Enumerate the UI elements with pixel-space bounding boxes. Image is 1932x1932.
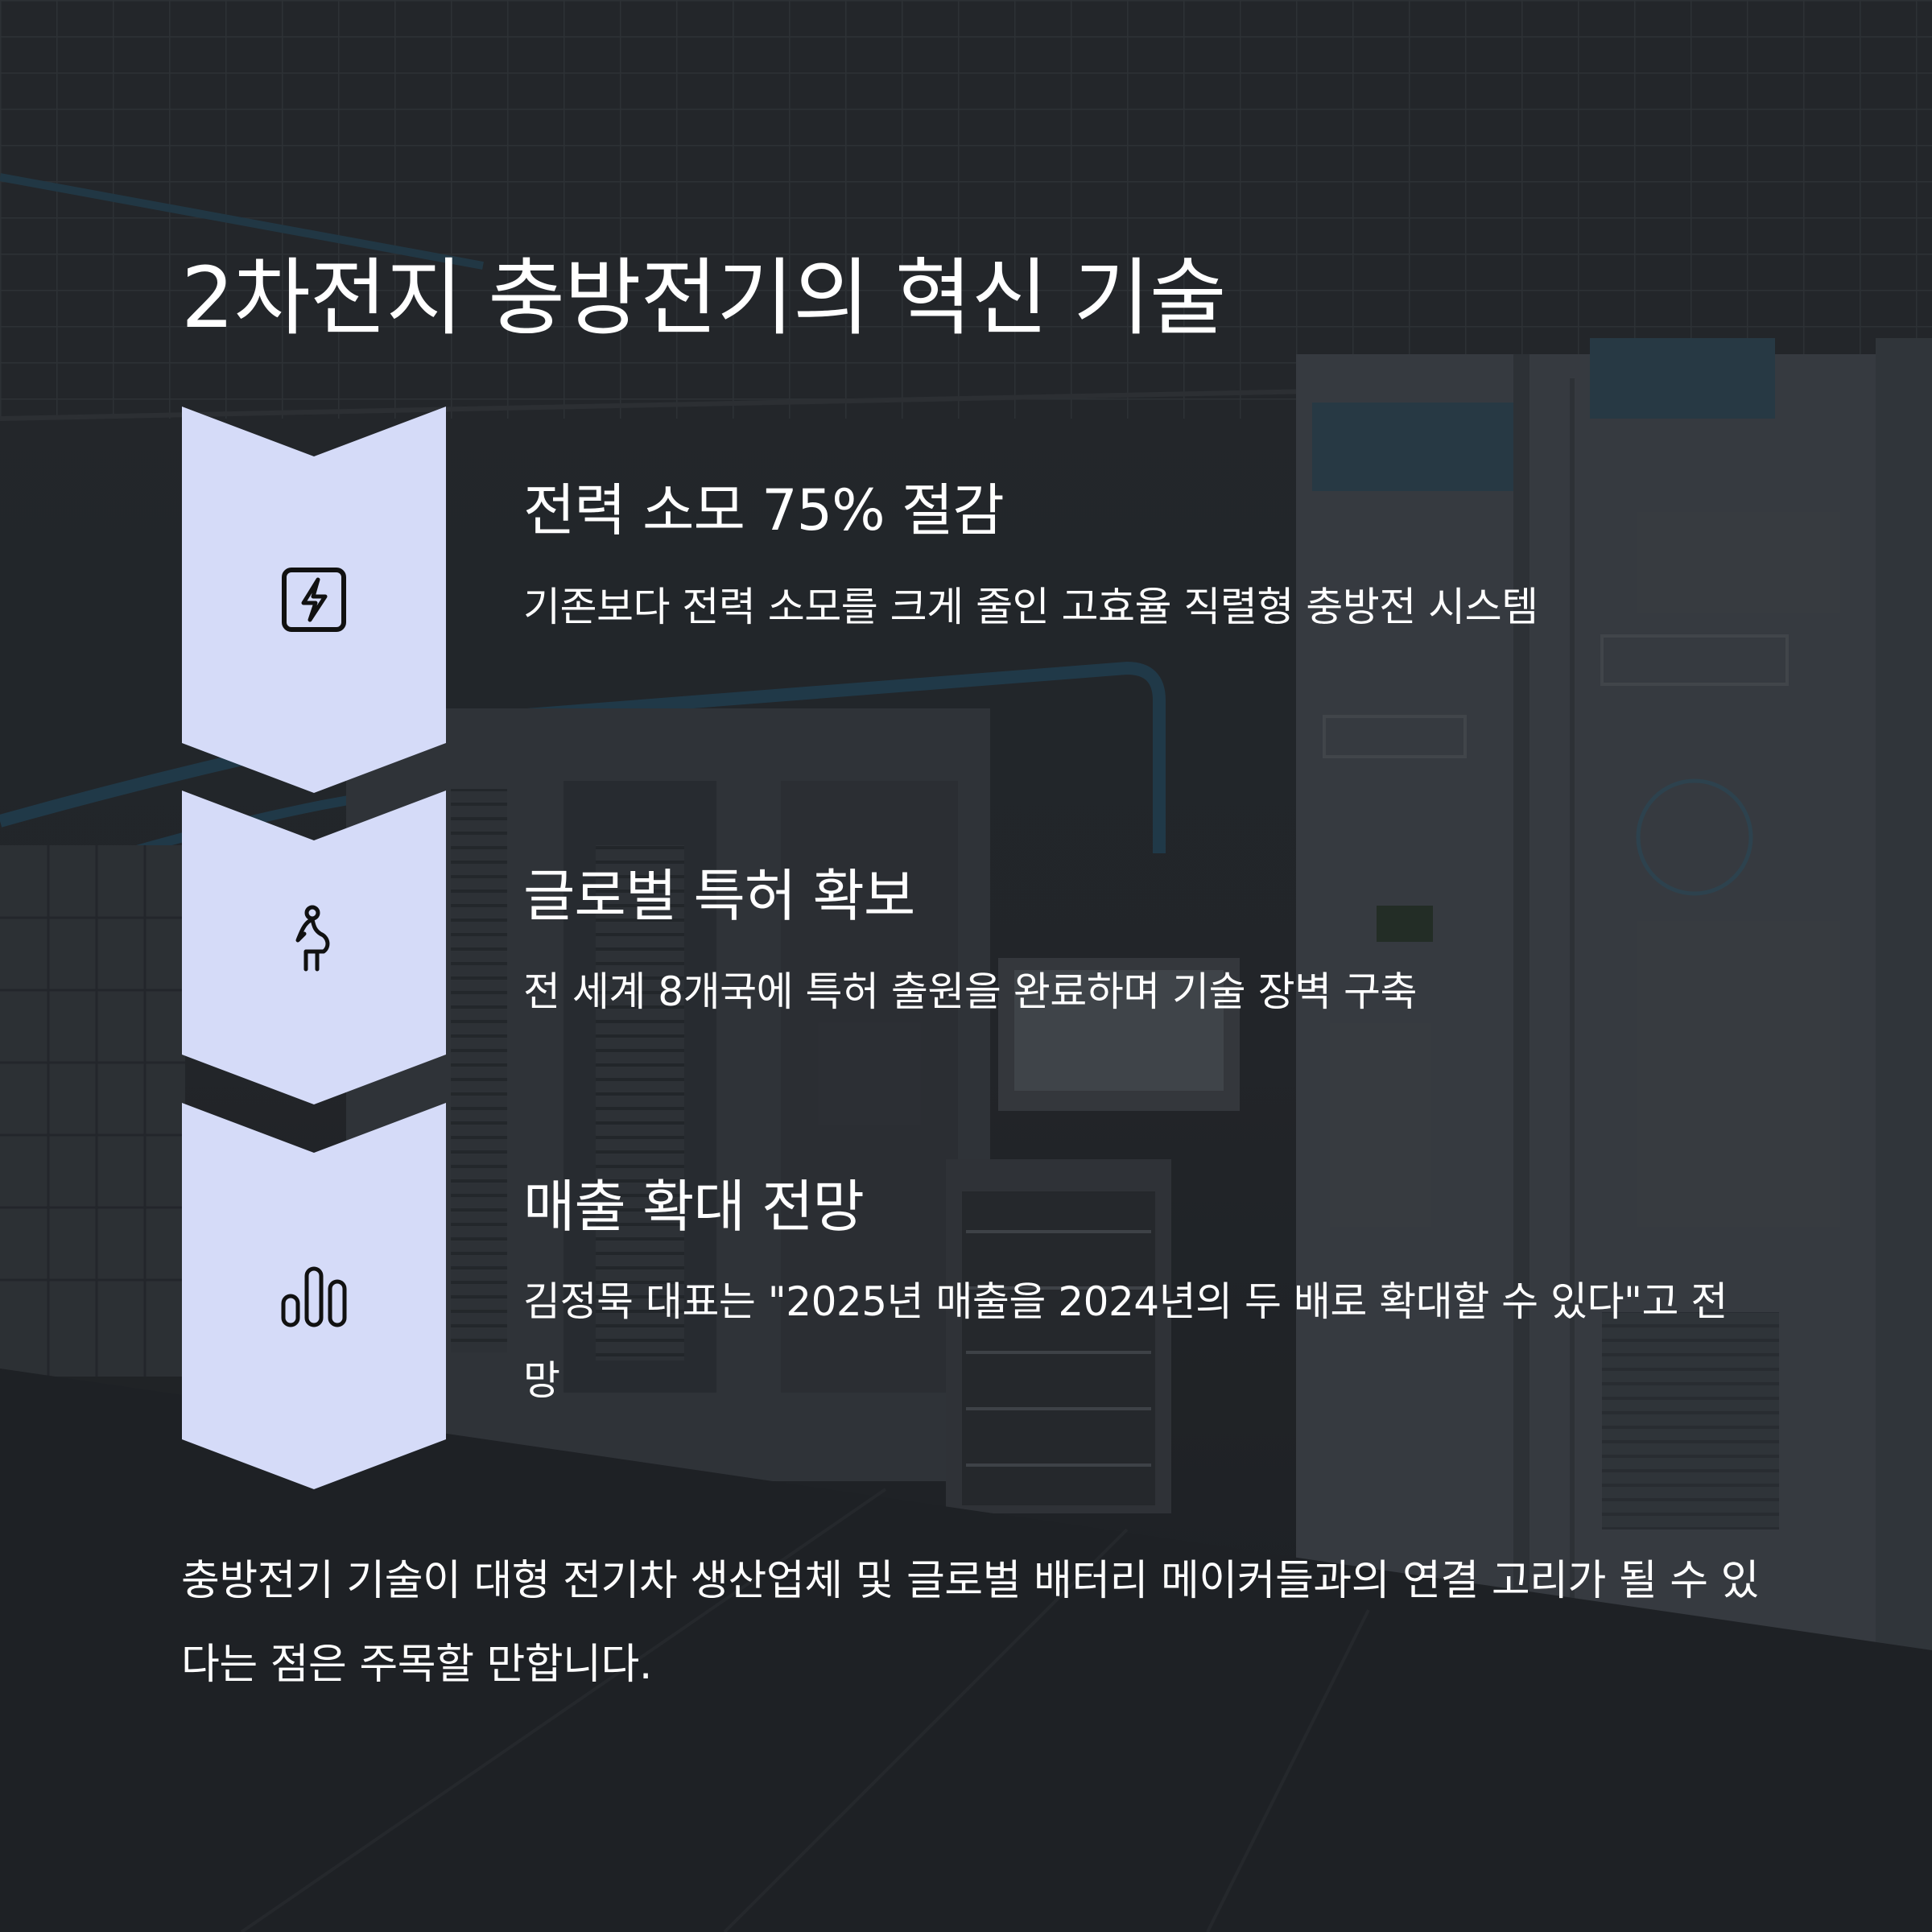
step-chevron-3	[182, 1103, 446, 1489]
step-2-description: 전 세계 8개국에 특허 출원을 완료하며 기술 장벽 구축	[523, 968, 1417, 1015]
pregnant-person-icon	[280, 905, 348, 972]
step-2-title: 글로벌 특허 확보	[523, 863, 915, 929]
chevron-shape	[182, 1103, 446, 1489]
page-title: 2차전지 충방전기의 혁신 기술	[181, 249, 1227, 347]
chevron-shape	[182, 407, 446, 793]
footer-text: 충방전기 기술이 대형 전기차 생산업체 및 글로벌 배터리 메이커들과의 연결…	[181, 1557, 1759, 1689]
lightning-bolt-icon	[280, 566, 348, 634]
step-3-title: 매출 확대 전망	[523, 1174, 865, 1240]
step-1-description: 기존보다 전력 소모를 크게 줄인 고효율 직렬형 충방전 시스템	[523, 584, 1538, 630]
step-1-title: 전력 소모 75% 절감	[523, 477, 1005, 543]
chevron-shape	[182, 791, 446, 1104]
step-chevron-2	[182, 791, 446, 1104]
step-chevron-1	[182, 407, 446, 793]
bar-chart-icon	[280, 1261, 348, 1328]
step-3-description: 김정묵 대표는 "2025년 매출을 2024년의 두 배로 확대할 수 있다"…	[523, 1278, 1728, 1404]
